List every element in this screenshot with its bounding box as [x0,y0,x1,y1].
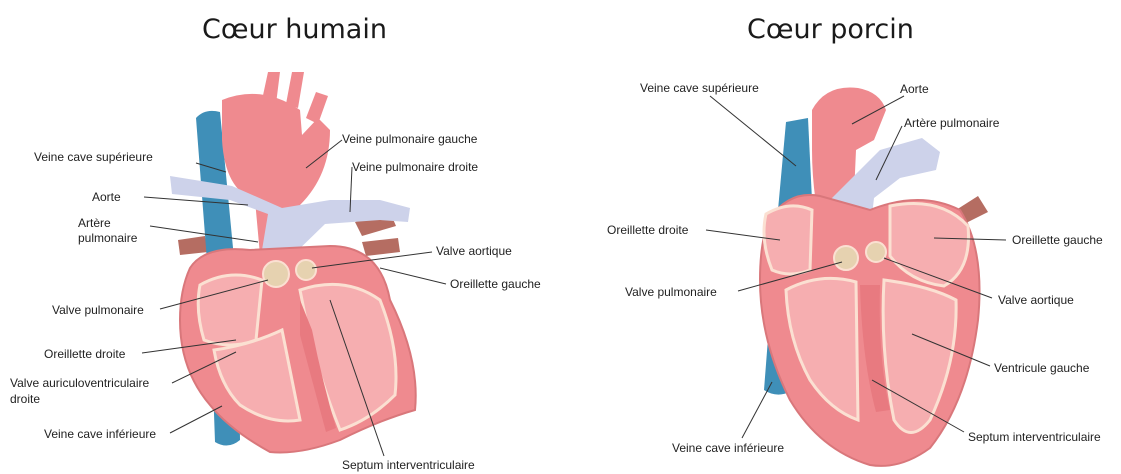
human-label-pulmonary-artery-line1: Artère [78,216,111,230]
pig-label-left-ventricle: Ventricule gauche [994,361,1089,375]
pig-label-pulmonary-artery: Artère pulmonaire [904,116,999,130]
human-heart-title: Cœur humain [202,14,387,45]
pig-label-aortic-valve: Valve aortique [998,293,1074,307]
human-label-septum: Septum interventriculaire [342,458,475,472]
human-pulmonary-vein-left-lower [362,238,400,256]
human-right-atrium-chamber [198,275,262,345]
human-label-superior-vena-cava: Veine cave supérieure [34,150,153,164]
human-label-pulmonary-valve: Valve pulmonaire [52,303,144,317]
human-pulmonary-valve-shape [263,261,289,287]
human-heart [142,72,446,456]
human-label-aortic-valve: Valve aortique [436,244,512,258]
human-label-av-valve-line2: droite [10,392,40,406]
pig-right-atrium-chamber [764,206,812,274]
pig-label-inferior-vena-cava: Veine cave inférieure [672,441,784,455]
pig-label-right-atrium: Oreillette droite [607,223,688,237]
human-label-left-atrium: Oreillette gauche [450,277,541,291]
human-aorta-branch-2 [286,72,304,108]
human-label-right-atrium: Oreillette droite [44,347,125,361]
pig-label-aorta: Aorte [900,82,929,96]
human-label-right-pulmonary-vein: Veine pulmonaire droite [352,160,478,174]
pig-heart-title: Cœur porcin [747,14,914,45]
pig-heart [706,87,1006,465]
human-label-av-valve-line1: Valve auriculoventriculaire [10,376,149,390]
human-label-aorta: Aorte [92,190,121,204]
human-label-left-pulmonary-vein: Veine pulmonaire gauche [342,132,477,146]
pig-label-left-atrium: Oreillette gauche [1012,233,1103,247]
human-aortic-valve-shape [296,260,316,280]
human-pulmonary-vein-right [178,236,208,255]
pig-label-superior-vena-cava: Veine cave supérieure [640,81,759,95]
pig-label-septum: Septum interventriculaire [968,430,1101,444]
human-label-pulmonary-artery-line2: pulmonaire [78,231,137,245]
human-label-inferior-vena-cava: Veine cave inférieure [44,427,156,441]
pig-pulmonary-valve-shape [834,246,858,270]
human-aorta-branch-3 [306,92,328,124]
pig-aortic-valve-shape [866,242,886,262]
pig-label-pulmonary-valve: Valve pulmonaire [625,285,717,299]
